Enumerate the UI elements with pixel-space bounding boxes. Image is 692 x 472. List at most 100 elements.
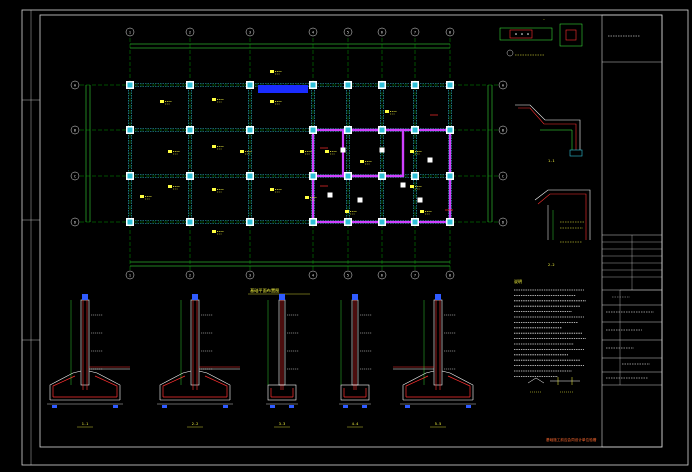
column-core	[187, 82, 193, 88]
section-detail: 1-1	[47, 294, 130, 428]
section-pile-cap	[223, 405, 228, 408]
title-block	[601, 14, 663, 448]
column	[379, 147, 385, 153]
grid-bubble-label: 4	[312, 30, 314, 34]
section-cap	[279, 294, 285, 300]
section-wall	[190, 299, 200, 386]
beam-tag	[240, 150, 244, 153]
section-rebar	[162, 375, 186, 397]
section-footing	[402, 370, 435, 400]
grid-bubble-label: C	[502, 174, 504, 178]
column-core	[345, 173, 351, 179]
column-core	[345, 219, 351, 225]
section-label: 2-2	[192, 422, 199, 426]
section-wall	[278, 299, 286, 386]
grid-bubble-label: B	[502, 128, 504, 132]
grid-bubble-label: A	[74, 83, 77, 87]
section-rebar	[447, 375, 471, 397]
column-core	[310, 82, 316, 88]
section-detail: 3-3	[266, 294, 299, 428]
beam-tag	[420, 210, 424, 213]
section-footing	[441, 370, 474, 400]
detail-label: 2-2	[548, 263, 555, 267]
footer-note: 基础施工前应会同设计单位验槽	[546, 437, 597, 442]
beam-tag	[212, 230, 216, 233]
grid-bubble-icon	[70, 80, 80, 90]
beam-tag	[270, 100, 274, 103]
section-pile-cap	[405, 405, 410, 408]
grid-bubble-icon	[498, 80, 508, 90]
section-wall	[433, 299, 443, 386]
drawing-border	[39, 14, 663, 448]
column-core	[310, 127, 316, 133]
section-detail: 4-4	[339, 294, 372, 428]
column-core	[379, 82, 385, 88]
beam-tag	[360, 160, 364, 163]
grid-bubble-label: B	[74, 128, 76, 132]
column-core	[345, 82, 351, 88]
column-core	[310, 173, 316, 179]
column-core	[127, 127, 133, 133]
column-core	[247, 219, 253, 225]
section-label: 3-3	[279, 422, 286, 426]
column	[340, 147, 346, 153]
grid-bubble-icon	[498, 217, 508, 227]
beam-tag	[385, 110, 389, 113]
section-wall	[80, 299, 90, 386]
column	[357, 197, 363, 203]
highlighted-beam	[341, 128, 405, 178]
grid-bubble-icon	[308, 27, 318, 37]
column-core	[127, 82, 133, 88]
stair-block	[258, 85, 308, 93]
grid-bubble-label: 6	[381, 273, 383, 277]
column-core	[247, 82, 253, 88]
column-core	[412, 82, 418, 88]
grid-bubble-label: C	[74, 174, 76, 178]
column-core	[345, 127, 351, 133]
grid-bubble-label: 2	[189, 273, 191, 277]
column	[417, 197, 423, 203]
section-rebar	[405, 375, 429, 397]
grid-bubble-icon	[377, 270, 387, 280]
grid-bubble-label: 4	[312, 273, 314, 277]
section-pile-cap	[343, 405, 348, 408]
section-cap	[352, 294, 358, 300]
right-details: 1-1 2-2	[515, 104, 591, 267]
grid-bubble-label: 7	[414, 273, 416, 277]
section-detail: 2-2	[157, 294, 240, 428]
beam-tag	[168, 185, 172, 188]
section-cap	[435, 294, 441, 300]
section-rebar	[52, 375, 76, 397]
section-footing	[49, 370, 82, 400]
grid-bubble-label: A	[502, 83, 505, 87]
section-pile-cap	[52, 405, 57, 408]
column-core	[247, 173, 253, 179]
beam-tag	[212, 98, 216, 101]
grid-bubble-icon	[185, 270, 195, 280]
section-wall	[351, 299, 359, 386]
plan-title: 基础平面布置图	[250, 287, 279, 294]
column-core	[127, 173, 133, 179]
grid-bubble-label: 8	[449, 30, 451, 34]
column-core	[379, 127, 385, 133]
beam-tag	[168, 150, 172, 153]
grid-bubble-icon	[498, 125, 508, 135]
column-core	[412, 219, 418, 225]
grid-bubble-icon	[245, 270, 255, 280]
grid-bubble-icon	[343, 270, 353, 280]
grid-bubble-icon	[410, 27, 420, 37]
grid-bubble-label: D	[502, 220, 504, 224]
section-pile-cap	[466, 405, 471, 408]
grid-bubble-icon	[445, 27, 455, 37]
section-detail: 5-5	[393, 294, 476, 428]
beam-tag	[160, 100, 164, 103]
section-rebar	[204, 375, 228, 397]
column-core	[247, 127, 253, 133]
grid-bubble-icon	[308, 270, 318, 280]
top-detail: —	[499, 17, 583, 57]
beam-tag	[212, 145, 216, 148]
grid-bubble-label: 2	[189, 30, 191, 34]
grid-bubble-icon	[70, 171, 80, 181]
section-footing	[88, 370, 121, 400]
